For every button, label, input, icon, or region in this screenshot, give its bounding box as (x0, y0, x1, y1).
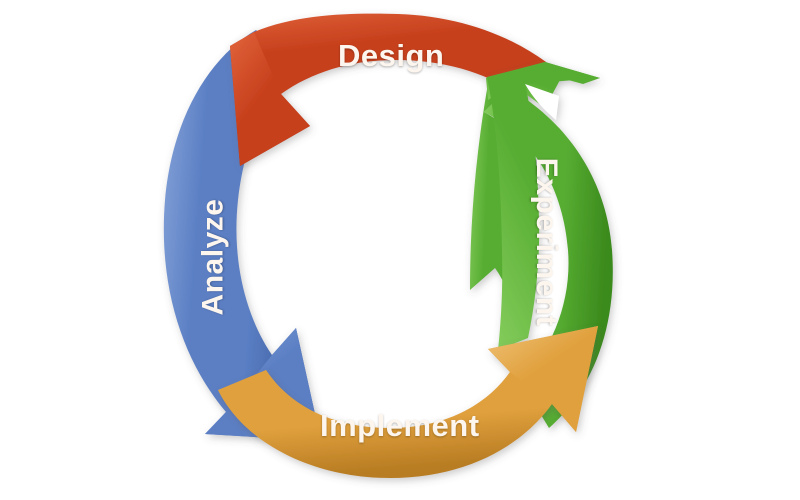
segment-implement-arrowhead (488, 326, 598, 432)
segment-experiment-notch (525, 84, 559, 120)
segment-analyze-shape (163, 30, 321, 441)
segment-implement[interactable] (218, 326, 598, 478)
segment-design-arrowhead (230, 32, 310, 166)
segment-design-shape (230, 13, 561, 167)
segment-design[interactable] (230, 13, 561, 167)
segment-experiment-arrowhead-2 (487, 62, 600, 350)
